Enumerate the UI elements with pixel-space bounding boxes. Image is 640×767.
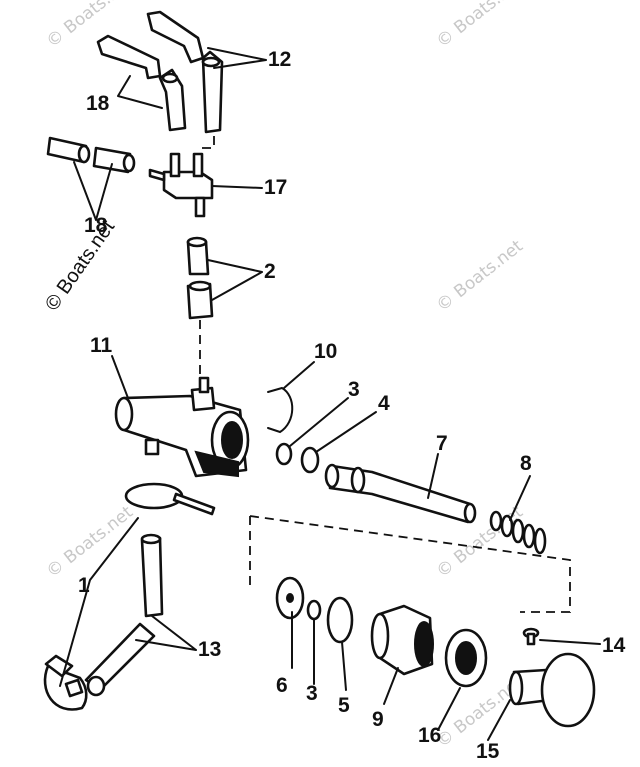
fitting-block-17 [148, 152, 214, 218]
callout-12: 12 [268, 48, 291, 71]
callout-14: 14 [602, 634, 626, 657]
callout-13: 13 [198, 638, 221, 661]
callout-11: 11 [90, 334, 113, 357]
watermark: © Boats.net [433, 236, 527, 316]
o-ring-3-lower [306, 599, 322, 621]
callout-2: 2 [264, 260, 276, 283]
callout-18-upper: 18 [86, 92, 110, 115]
coupler-2 [186, 236, 214, 320]
callout-6: 6 [276, 674, 288, 697]
callout-1: 1 [78, 574, 90, 597]
hose-13 [84, 533, 164, 697]
leader-dash [201, 136, 215, 162]
callout-9: 9 [372, 708, 384, 731]
callout-16: 16 [418, 724, 441, 747]
leader-lines [59, 47, 601, 741]
callout-15: 15 [476, 740, 500, 763]
o-ring-4 [300, 446, 320, 474]
callout-4: 4 [378, 392, 390, 415]
screw-14 [522, 627, 540, 646]
bushing-9 [370, 604, 434, 676]
callout-8: 8 [520, 452, 532, 475]
o-ring-3 [275, 442, 293, 466]
callout-7: 7 [436, 432, 448, 455]
spring-8 [489, 510, 547, 555]
assembly-bracket [249, 515, 571, 613]
clip-10 [267, 386, 294, 434]
hose-12 [146, 10, 224, 134]
seal-5 [326, 596, 354, 644]
callout-18-lower: 18 [84, 214, 108, 237]
callout-3-upper: 3 [348, 378, 360, 401]
callout-17: 17 [264, 176, 287, 199]
hose-18-upper [96, 34, 187, 132]
callout-10: 10 [314, 340, 337, 363]
shaft-7 [324, 463, 477, 524]
watermark-dark: © Boats.net [41, 216, 119, 315]
callout-3-lower: 3 [306, 682, 318, 705]
callout-labels: 12 18 17 18 2 11 10 3 4 7 8 1 13 6 3 5 9… [78, 48, 626, 763]
knob-15 [508, 652, 596, 728]
callout-5: 5 [338, 694, 350, 717]
hose-18-lower [46, 136, 136, 174]
watermark: © Boats.net [433, 0, 527, 52]
watermark: © Boats.net [43, 502, 137, 582]
clamp-1 [43, 482, 216, 711]
nut-16 [444, 628, 488, 688]
valve-body-11 [114, 376, 250, 478]
washer-6-hole [286, 593, 294, 603]
